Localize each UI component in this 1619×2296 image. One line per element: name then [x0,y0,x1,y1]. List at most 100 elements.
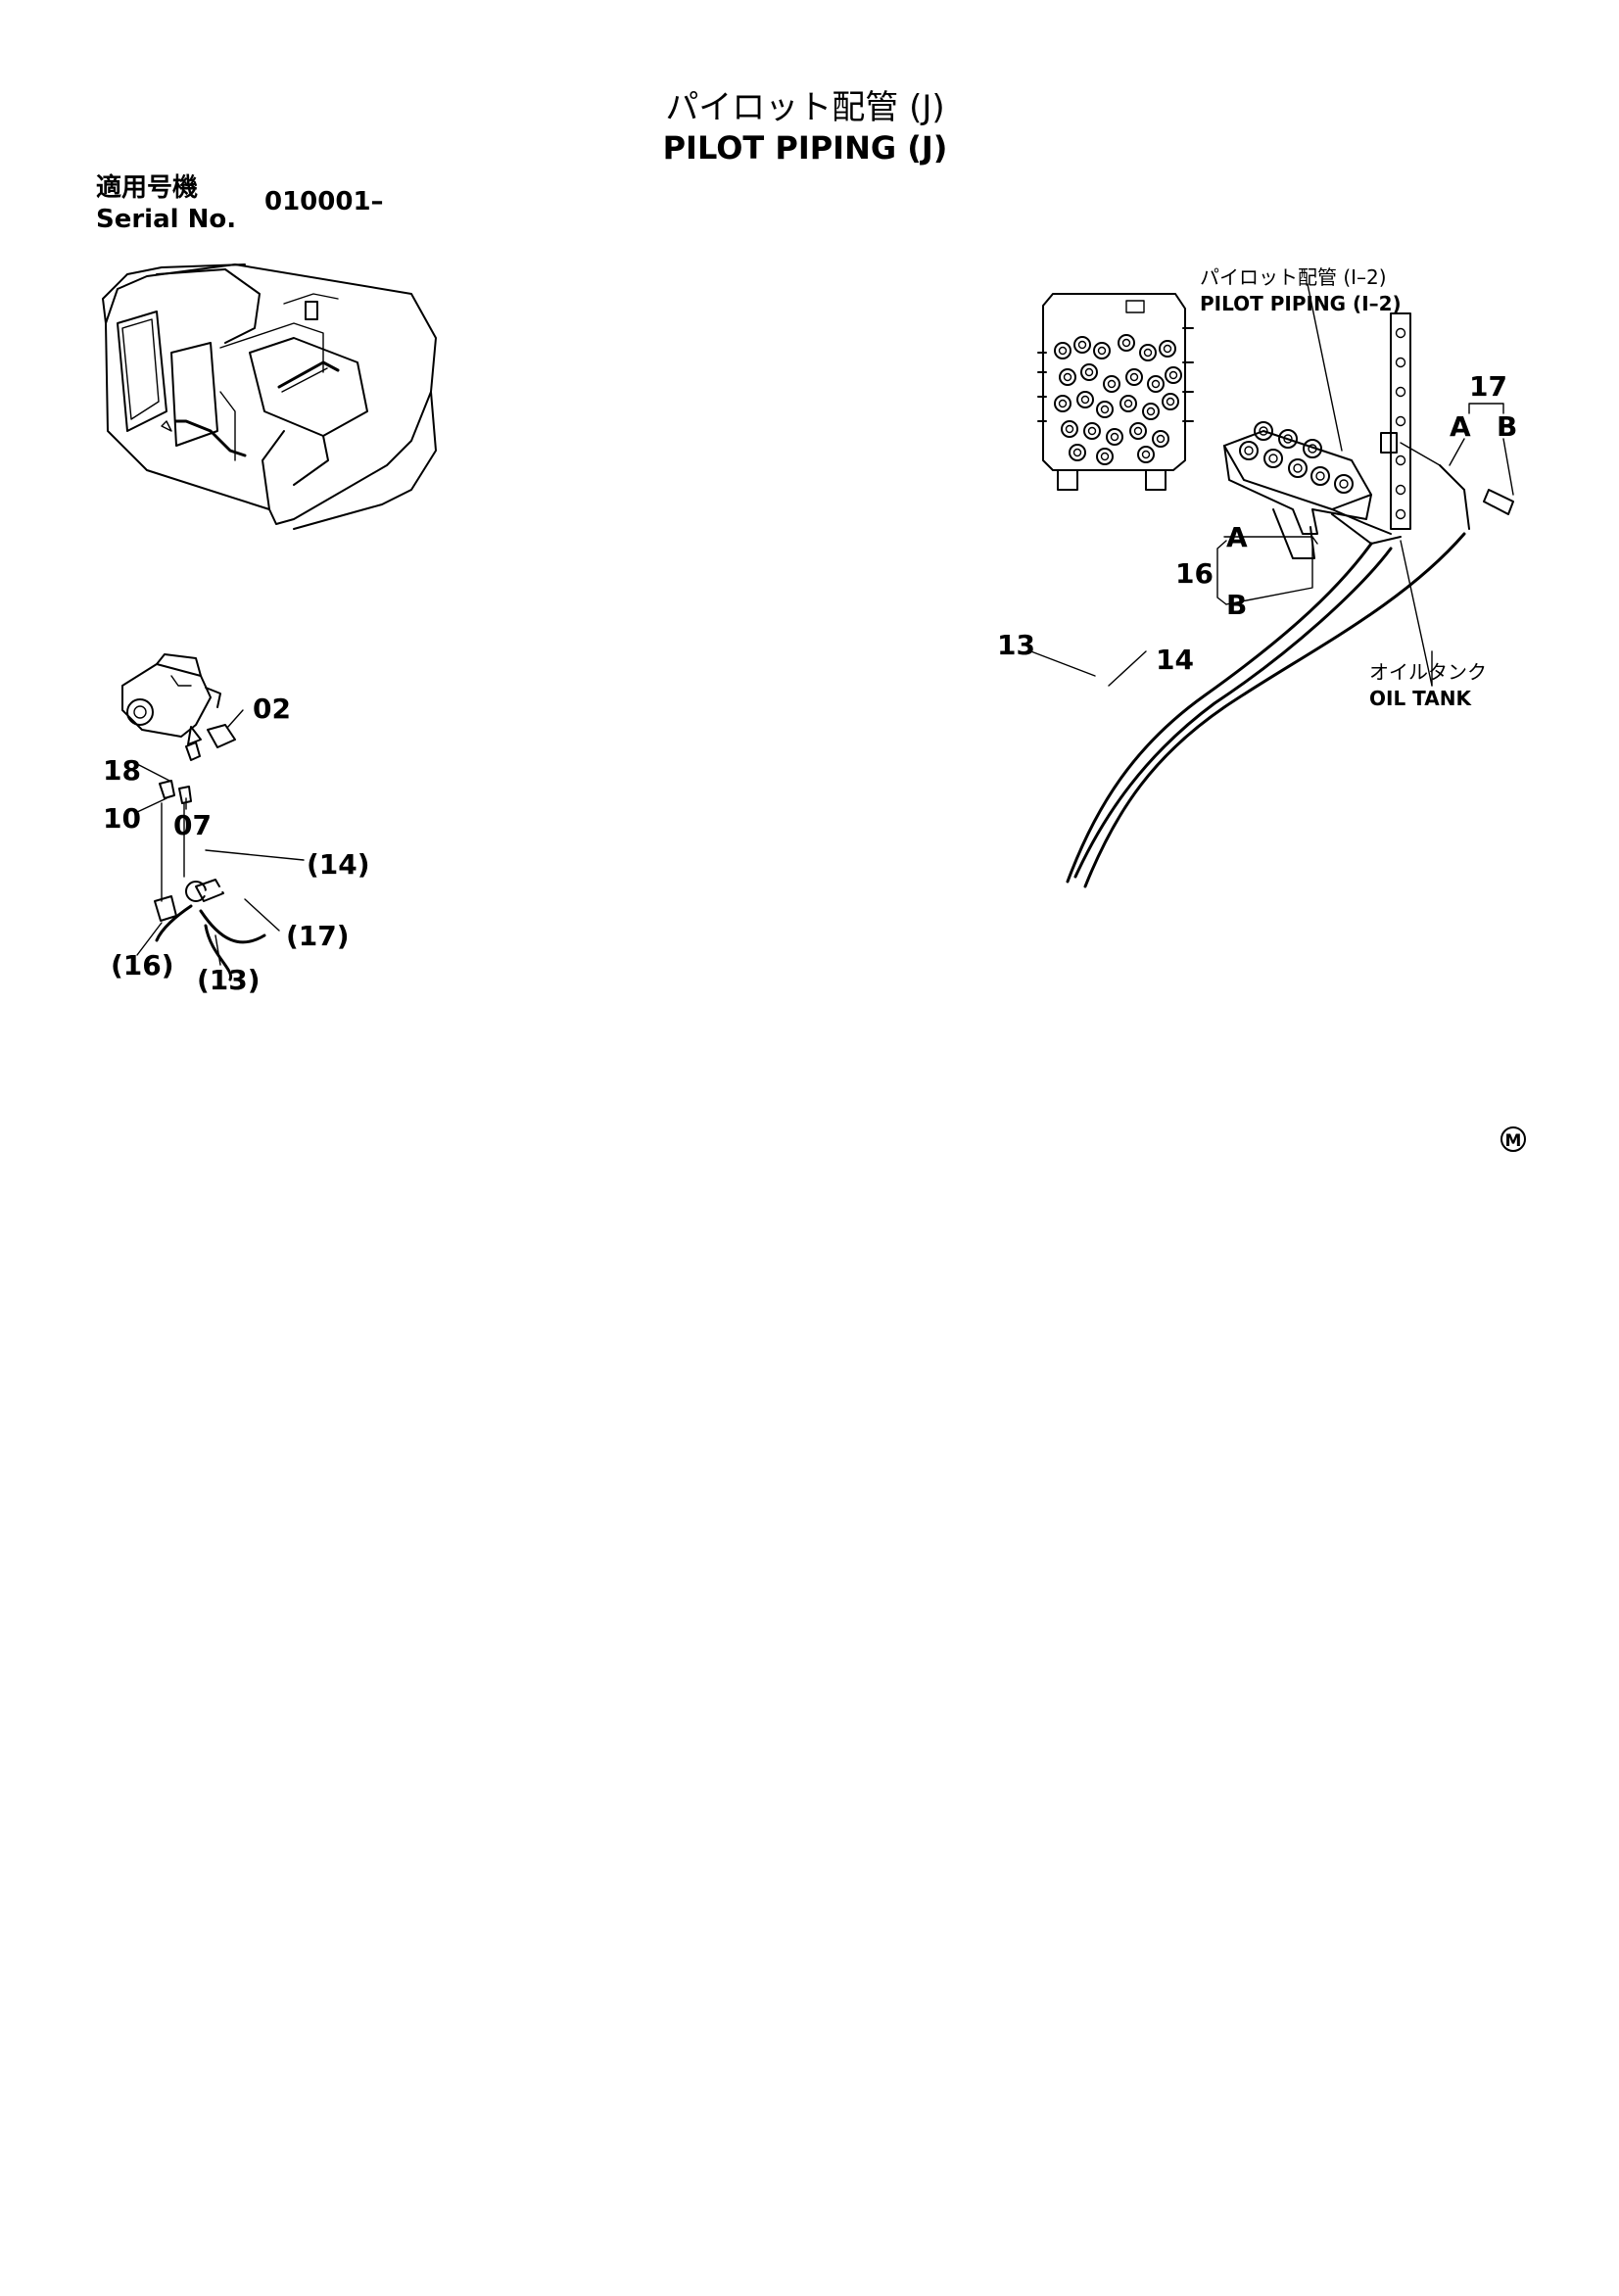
fitting-detail [1058,399,1068,408]
fitting-detail [1146,407,1156,416]
fitting-detail [1054,395,1071,412]
callout-17-b: B [1497,410,1517,443]
fitting-detail [1137,446,1155,463]
serial-label-english: Serial No. [96,205,236,234]
ref-piping-label-english: PILOT PIPING (I–2) [1200,292,1402,315]
fitting-detail [1087,426,1097,436]
fitting-detail [1139,344,1157,361]
manufacturer-mark-letter: M [1505,1131,1522,1151]
fitting-detail [1395,508,1406,520]
callout-16-b: B [1226,589,1247,621]
fitting-detail [1259,426,1268,436]
fitting-detail [1121,338,1131,348]
pump-fittings [154,724,236,922]
fitting-detail [1310,466,1330,486]
fitting-detail [1165,366,1182,384]
callout-13: 13 [997,629,1035,661]
title-japanese: パイロット配管 (J) [665,88,944,127]
ref-piping-label-japanese: パイロット配管 (I–2) [1200,265,1387,289]
pilot-hose-bundle [155,464,1514,1158]
fitting-detail [1395,484,1406,496]
excavator-cab-illustration [102,263,437,530]
fitting-detail [1168,370,1178,380]
fitting-detail [1065,424,1074,434]
fitting-detail [1166,397,1175,407]
pilot-pump [121,653,221,745]
fitting-detail [1129,422,1147,440]
fitting-detail [1278,429,1298,449]
pilot-manifold-bracket [1223,421,1402,559]
fitting-detail [1063,372,1072,382]
fitting-detail [1100,405,1110,414]
callout-14: 14 [1156,644,1194,676]
fitting-detail [1110,432,1119,442]
fitting-detail [1147,375,1165,393]
fitting-detail [1395,386,1406,398]
callout-16-a: A [1226,521,1248,553]
fitting-detail [1106,428,1123,446]
fitting-detail [1163,344,1172,354]
fitting-detail [1283,434,1293,444]
fitting-detail [1263,449,1283,468]
fitting-detail [1097,346,1107,356]
manufacturer-mark: M [1500,1126,1526,1152]
fitting-detail [1084,367,1094,377]
fitting-detail [1244,446,1254,455]
fitting-detail [1268,454,1278,463]
fitting-detail [1076,391,1094,408]
fitting-detail [1080,395,1090,405]
fitting-detail [1308,444,1317,454]
pilot-valve-block [1037,293,1194,491]
fitting-detail [1334,474,1354,494]
fitting-detail [1395,357,1406,368]
fitting-detail [1100,452,1110,461]
fitting-detail [1059,368,1076,386]
callout-17-a: A [1450,410,1471,443]
serial-number-value: 010001– [264,187,384,216]
fitting-detail [1156,434,1166,444]
fitting-detail [1141,450,1151,459]
callout-14-ref: (14) [307,848,370,881]
fitting-detail [1142,403,1160,420]
callout-17-ref: (17) [286,920,350,952]
fitting-detail [1293,463,1303,473]
fitting-detail [1129,372,1139,382]
callout-07: 07 [173,809,212,841]
callout-labels: パイロット配管 (I–2) PILOT PIPING (I–2) 17 A B … [103,265,1517,996]
fitting-detail [1254,421,1273,441]
fitting-detail [1096,401,1114,418]
oil-tank-label-english: OIL TANK [1369,687,1472,710]
fitting-detail [1395,415,1406,427]
fitting-detail [1288,458,1308,478]
fitting-detail [1061,420,1078,438]
fitting-detail [1395,454,1406,466]
fitting-detail [1118,334,1135,352]
leader-lines [134,283,1514,966]
callout-10: 10 [103,802,141,835]
callout-18: 18 [103,754,141,787]
fitting-detail [1315,471,1325,481]
fitting-detail [1339,479,1349,489]
fitting-detail [1152,430,1169,448]
callout-17: 17 [1469,370,1507,403]
fitting-detail [1058,346,1068,356]
fitting-detail [1143,348,1153,358]
fitting-detail [1072,448,1082,457]
fitting-detail [1069,444,1086,461]
serial-label-japanese: 適用号機 [96,172,198,203]
callout-16-ref: (16) [111,949,174,981]
fitting-detail [1151,379,1161,389]
fitting-detail [1093,342,1111,359]
fitting-detail [1395,327,1406,339]
title-english: PILOT PIPING (J) [663,129,948,167]
callout-16: 16 [1175,557,1214,590]
oil-tank-flange [1380,312,1441,687]
fitting-detail [1073,336,1091,354]
fitting-detail [1054,342,1071,359]
fitting-detail [1159,340,1176,358]
fitting-detail [1107,379,1117,389]
fitting-detail [1083,422,1101,440]
fitting-detail [1125,368,1143,386]
